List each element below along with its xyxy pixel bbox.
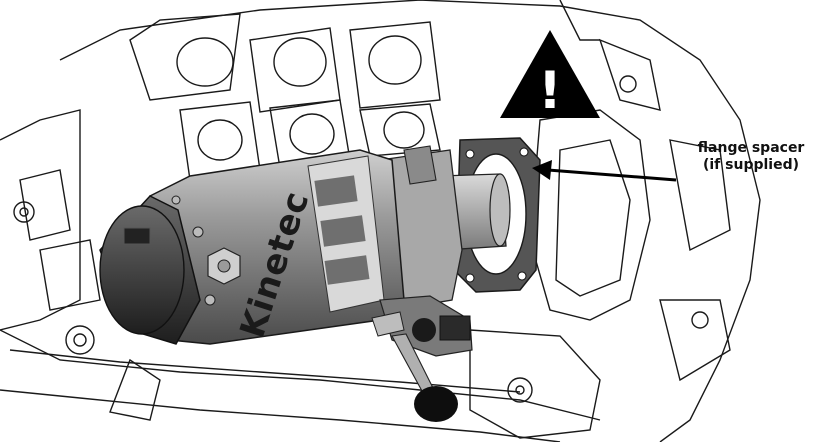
callout-arrow: [532, 160, 677, 182]
callout-line-2: (if supplied): [702, 157, 800, 173]
warning-exclamation: !: [538, 61, 562, 121]
engine-block: [0, 0, 761, 443]
flange-spacer-callout: flange spacer (if supplied): [676, 140, 826, 174]
starter-motor: Kinetec: [99, 145, 511, 422]
warning-triangle-icon: !: [500, 30, 600, 121]
callout-line-1: flange spacer: [697, 140, 805, 156]
